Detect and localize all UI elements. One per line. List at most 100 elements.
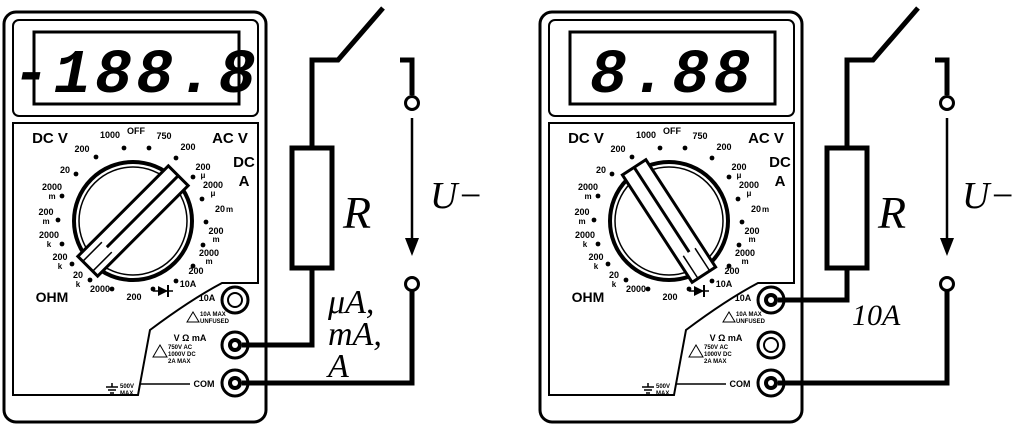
multimeter-right: 8.88 DC V AC V DC A OHM 1000 OFF 750 200… [538, 10, 804, 424]
wire [778, 291, 950, 386]
lcd-readout: 8.88 [590, 40, 755, 111]
scale-label: 750 [692, 131, 707, 141]
probe-label: μA, [327, 284, 374, 321]
front-panel [12, 122, 259, 396]
jack-10a[interactable] [220, 285, 250, 315]
warning-icon [688, 344, 704, 358]
scale-sub-label: m [212, 235, 219, 244]
scale-dots [591, 145, 745, 292]
scale-label: 200 [574, 207, 589, 217]
switch-lever [309, 6, 385, 148]
ground-note: MAX [120, 391, 133, 397]
jack-note: 2A MAX [168, 359, 190, 365]
scale-label: 750 [156, 131, 171, 141]
scale-label: 200 [716, 142, 731, 152]
lcd-window [568, 30, 777, 106]
scale-sub-label: k [76, 280, 81, 289]
jack-10a-label: 10A [199, 293, 216, 303]
off-label: OFF [127, 126, 145, 136]
scale-label: 200 [588, 252, 603, 262]
ground-icon [106, 383, 118, 394]
switch-lever [844, 6, 920, 148]
jack-note: 750V AC [168, 345, 193, 351]
arrow-head [405, 238, 419, 256]
scale-label: 2000 [90, 284, 110, 294]
terminal-bottom [939, 276, 955, 292]
scale-label: 200 [74, 144, 89, 154]
scale-label: 2000 [199, 248, 219, 258]
ac-v-label: AC V [748, 130, 784, 147]
resistor [289, 145, 335, 271]
jack-note: 1000V DC [704, 352, 732, 358]
scale-label: 2000 [739, 180, 759, 190]
probe-label: A [326, 348, 349, 385]
ground-icon [642, 383, 654, 394]
dc-label: DC [233, 154, 255, 171]
scale-label: 2000 [626, 284, 646, 294]
jack-10a[interactable] [756, 285, 786, 315]
scale-label: 20 [60, 165, 70, 175]
scale-sub-label: m [48, 192, 55, 201]
circuit-right: R U− 10A [778, 6, 1015, 386]
rotary-selector-knob[interactable] [72, 160, 194, 282]
scale-label: 2000 [42, 182, 62, 192]
scale-sub-label: μ [201, 171, 206, 180]
ground-note: 500V [120, 384, 134, 390]
jack-vomma[interactable] [756, 330, 786, 360]
jack-note: 1000V DC [168, 352, 196, 358]
scale-sub-label: μ [737, 171, 742, 180]
scale-label: 200 [724, 266, 739, 276]
jack-vomma[interactable] [220, 330, 250, 360]
resistor-label: R [877, 187, 906, 238]
scale-label: 200 [38, 207, 53, 217]
wire [778, 268, 850, 303]
lcd-window [32, 30, 241, 106]
scale-label: 1000 [100, 130, 120, 140]
warning-icon [186, 311, 200, 323]
a-label: A [775, 173, 786, 190]
voltage-label: U− [962, 175, 1015, 217]
wire [242, 291, 415, 386]
scale-label: 20 [609, 270, 619, 280]
jack-com-label: COM [730, 379, 751, 389]
dc-v-label: DC V [32, 130, 68, 147]
diode-icon [689, 285, 709, 297]
scale-sub-label: m [42, 217, 49, 226]
dc-v-label: DC V [568, 130, 604, 147]
ohm-label: OHM [36, 289, 69, 305]
scale-label: 2000 [203, 180, 223, 190]
scale-sub-label: m [205, 257, 212, 266]
terminal-top [404, 95, 420, 111]
terminal-bottom [404, 276, 420, 292]
front-panel [548, 122, 795, 396]
jack-note: 2A MAX [704, 359, 726, 365]
diode-icon [153, 285, 173, 297]
jack-note: UNFUSED [736, 319, 766, 325]
scale-sub-label: m [762, 205, 769, 214]
scale-sub-label: k [58, 262, 63, 271]
circuit-left: R U− μA, mA, A [242, 6, 483, 386]
scale-label: 200 [731, 162, 746, 172]
voltage-label: U− [430, 175, 483, 217]
scale-label: 20 [751, 204, 761, 214]
rotary-selector-knob[interactable] [608, 157, 730, 285]
arrow-head [940, 238, 954, 256]
scale-label: 200 [195, 162, 210, 172]
scale-label: 200 [52, 252, 67, 262]
off-label: OFF [663, 126, 681, 136]
scale-label: 200 [610, 144, 625, 154]
scale-label: 10A [716, 279, 733, 289]
scale-sub-label: k [612, 280, 617, 289]
scale-label: 1000 [636, 130, 656, 140]
scale-label: 200 [662, 292, 677, 302]
scale-sub-label: μ [211, 189, 216, 198]
jack-note: 750V AC [704, 345, 729, 351]
probe-label: mA, [328, 316, 382, 353]
scale-label: 200 [126, 292, 141, 302]
wire [400, 57, 415, 95]
jack-com-label: COM [194, 379, 215, 389]
ohm-label: OHM [572, 289, 605, 305]
scale-sub-label: k [583, 240, 588, 249]
scale-sub-label: m [741, 257, 748, 266]
ground-note: MAX [656, 391, 669, 397]
